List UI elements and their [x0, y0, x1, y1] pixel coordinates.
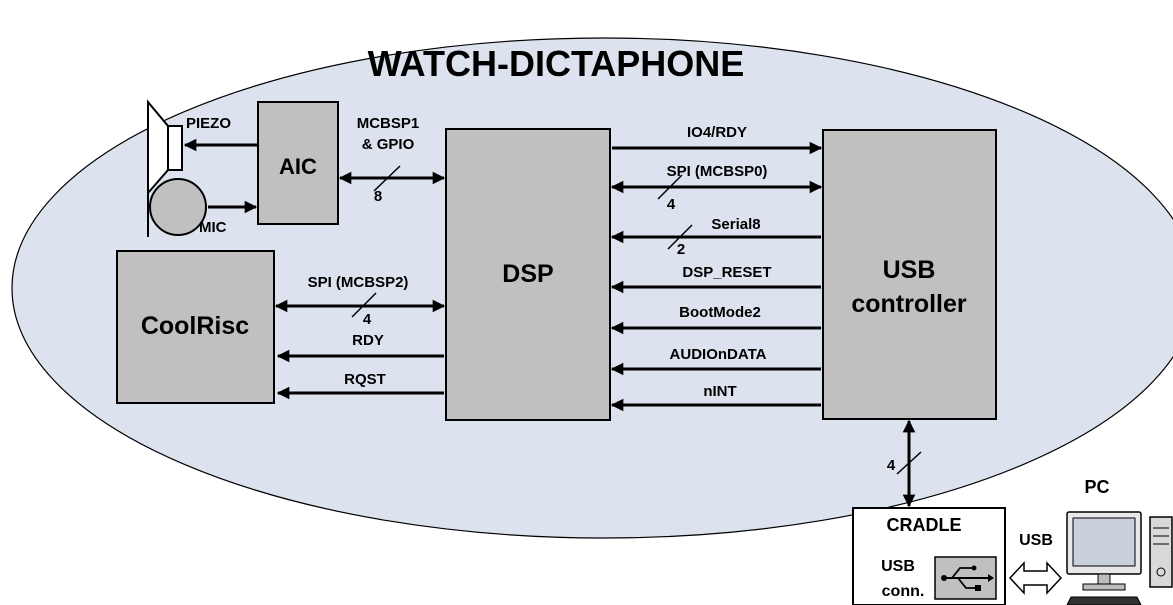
- mcbsp1-label-line1: MCBSP1: [357, 115, 420, 132]
- usb-controller-label-line1: USB: [883, 256, 936, 284]
- usb-controller-label-line2: controller: [851, 290, 967, 318]
- pc-tower: [1149, 516, 1173, 588]
- mcbsp1-bus-slash: [373, 165, 401, 192]
- pc-keyboard: [1066, 596, 1142, 605]
- spi-mcbsp2-slash: [351, 292, 377, 318]
- spi-mcbsp0-label: SPI (MCBSP0): [667, 163, 768, 180]
- mcbsp1-bus-width: 8: [374, 188, 382, 205]
- pc-screen: [1072, 517, 1136, 567]
- coolrisc-block: CoolRisc: [116, 250, 275, 404]
- spi-mcbsp0-width: 4: [667, 196, 676, 213]
- cradle-block: CRADLE USB conn.: [852, 507, 1006, 605]
- usb-conn-label-line2: conn.: [882, 583, 925, 600]
- usb-conn-label-line1: USB: [881, 558, 915, 575]
- mic-label: MIC: [199, 219, 227, 236]
- nint-label: nINT: [703, 383, 736, 400]
- usb-link-double-arrow: [1008, 561, 1063, 595]
- io4-rdy-label: IO4/RDY: [687, 124, 747, 141]
- rqst-label: RQST: [344, 371, 386, 388]
- serial8-slash: [667, 224, 693, 250]
- microphone-icon: [147, 178, 207, 237]
- aic-block: AIC: [257, 101, 339, 225]
- bootmode2-label: BootMode2: [679, 304, 761, 321]
- dsp-reset-label: DSP_RESET: [682, 264, 771, 281]
- speaker-icon: [147, 99, 183, 196]
- usb-controller-block: USB controller: [822, 129, 997, 420]
- spi-mcbsp2-width: 4: [363, 311, 372, 328]
- spi-mcbsp2-label: SPI (MCBSP2): [308, 274, 409, 291]
- pc-label: PC: [1084, 477, 1109, 497]
- usb-symbol-icon: [941, 565, 994, 591]
- serial8-label: Serial8: [711, 216, 760, 233]
- coolrisc-label: CoolRisc: [141, 312, 249, 340]
- dsp-label: DSP: [502, 260, 553, 288]
- rdy-label: RDY: [352, 332, 384, 349]
- aic-label: AIC: [279, 154, 317, 179]
- cradle-label: CRADLE: [887, 515, 962, 535]
- diagram-title: WATCH-DICTAPHONE: [368, 43, 745, 84]
- pc-computer-icon: [1066, 511, 1173, 605]
- usb-bus-slash: [896, 451, 922, 475]
- spi-mcbsp0-slash: [657, 174, 683, 200]
- dsp-block: DSP: [445, 128, 611, 421]
- audio-on-data-label: AUDIOnDATA: [670, 346, 767, 363]
- piezo-label: PIEZO: [186, 115, 231, 132]
- usb-link-label: USB: [1019, 532, 1053, 549]
- usb-bus-width: 4: [887, 457, 896, 474]
- serial8-width: 2: [677, 241, 685, 258]
- mcbsp1-label-line2: & GPIO: [362, 136, 415, 153]
